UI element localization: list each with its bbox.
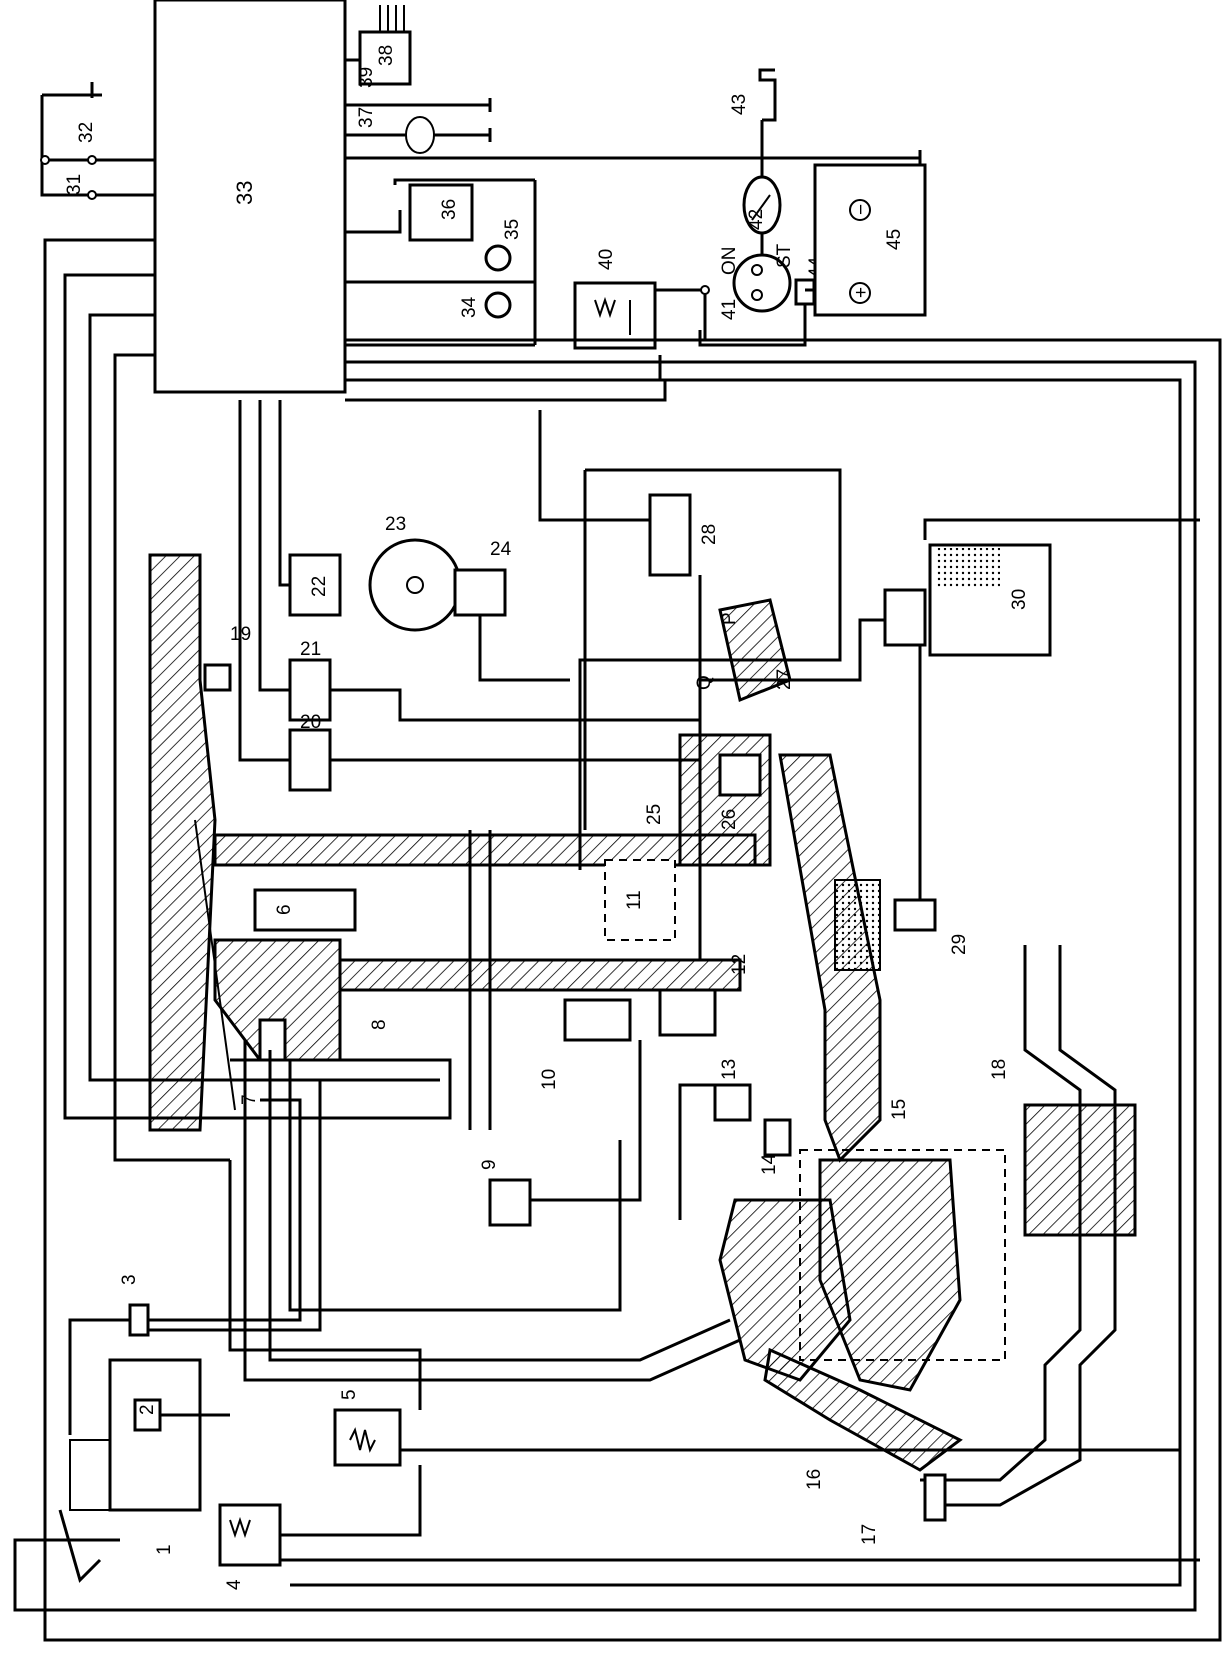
valve-29: 29: [893, 898, 970, 955]
switches-31-32: 31 32: [40, 82, 155, 200]
port-q: Q: [694, 675, 715, 690]
label-29: 29: [949, 934, 970, 955]
label-16: 16: [804, 1469, 825, 1490]
label-43: 43: [729, 94, 750, 115]
label-5: 5: [339, 1389, 360, 1400]
canister-30: 30: [700, 518, 1200, 900]
label-45: 45: [884, 229, 905, 250]
label-2: 2: [137, 1404, 158, 1415]
switch-st-label: ST: [774, 243, 795, 268]
distributor-23: 23 24: [368, 514, 570, 682]
label-39: 39: [356, 67, 377, 88]
label-14: 14: [759, 1153, 780, 1175]
ecu-label: 33: [232, 181, 257, 205]
injector-cluster: 9 10 11 12 13 14: [468, 830, 792, 1227]
harness-lines: [13, 238, 1222, 1642]
sensor-17: 17: [859, 1473, 947, 1545]
battery-plus: +: [851, 287, 872, 298]
return-pipes: [243, 1040, 741, 1382]
label-32: 32: [76, 122, 97, 143]
label-34: 34: [459, 296, 480, 318]
switch-on-label: ON: [719, 247, 740, 276]
label-18: 18: [989, 1059, 1010, 1080]
label-13: 13: [719, 1059, 740, 1080]
label-38: 38: [376, 45, 397, 66]
label-17: 17: [859, 1524, 880, 1545]
label-23: 23: [385, 514, 406, 535]
sensor-19: 19: [203, 624, 251, 692]
label-20: 20: [300, 712, 321, 733]
label-30: 30: [1009, 589, 1030, 610]
exhaust-system: 18: [920, 945, 1137, 1507]
battery-minus: −: [851, 204, 872, 215]
label-8: 8: [369, 1019, 390, 1030]
label-22: 22: [309, 576, 330, 597]
label-24: 24: [490, 539, 512, 560]
label-12: 12: [729, 954, 750, 975]
label-31: 31: [64, 174, 85, 195]
port-p: P: [719, 612, 740, 625]
label-42: 42: [746, 209, 767, 230]
label-11: 11: [624, 890, 645, 910]
label-1: 1: [154, 1544, 175, 1555]
label-35: 35: [502, 219, 523, 240]
label-36: 36: [439, 199, 460, 220]
label-37: 37: [356, 107, 377, 128]
throttle-body: 6 7 8: [213, 888, 742, 1105]
label-41: 41: [719, 299, 740, 320]
label-7: 7: [239, 1094, 260, 1105]
ecu-top-wiring: 38 39 37 36 35 34: [345, 5, 922, 347]
label-28: 28: [699, 524, 720, 545]
label-15: 15: [889, 1099, 910, 1120]
label-25: 25: [644, 804, 665, 825]
solenoids-20-21: 21 20 22: [238, 400, 702, 960]
label-21: 21: [300, 639, 321, 660]
engine-block: 15 16: [718, 753, 1006, 1490]
label-4: 4: [224, 1579, 245, 1590]
label-9: 9: [479, 1159, 500, 1170]
label-40: 40: [596, 249, 617, 270]
label-6: 6: [274, 904, 295, 915]
ecu-33: 33: [153, 0, 347, 394]
fuel-tank: 1 2 3 4 5: [58, 1080, 1200, 1590]
label-26: 26: [719, 809, 740, 830]
label-3: 3: [119, 1274, 140, 1285]
ignition-circuit: 40 41 ON ST 42 43 44 − + 45: [573, 68, 927, 382]
label-10: 10: [539, 1069, 560, 1090]
